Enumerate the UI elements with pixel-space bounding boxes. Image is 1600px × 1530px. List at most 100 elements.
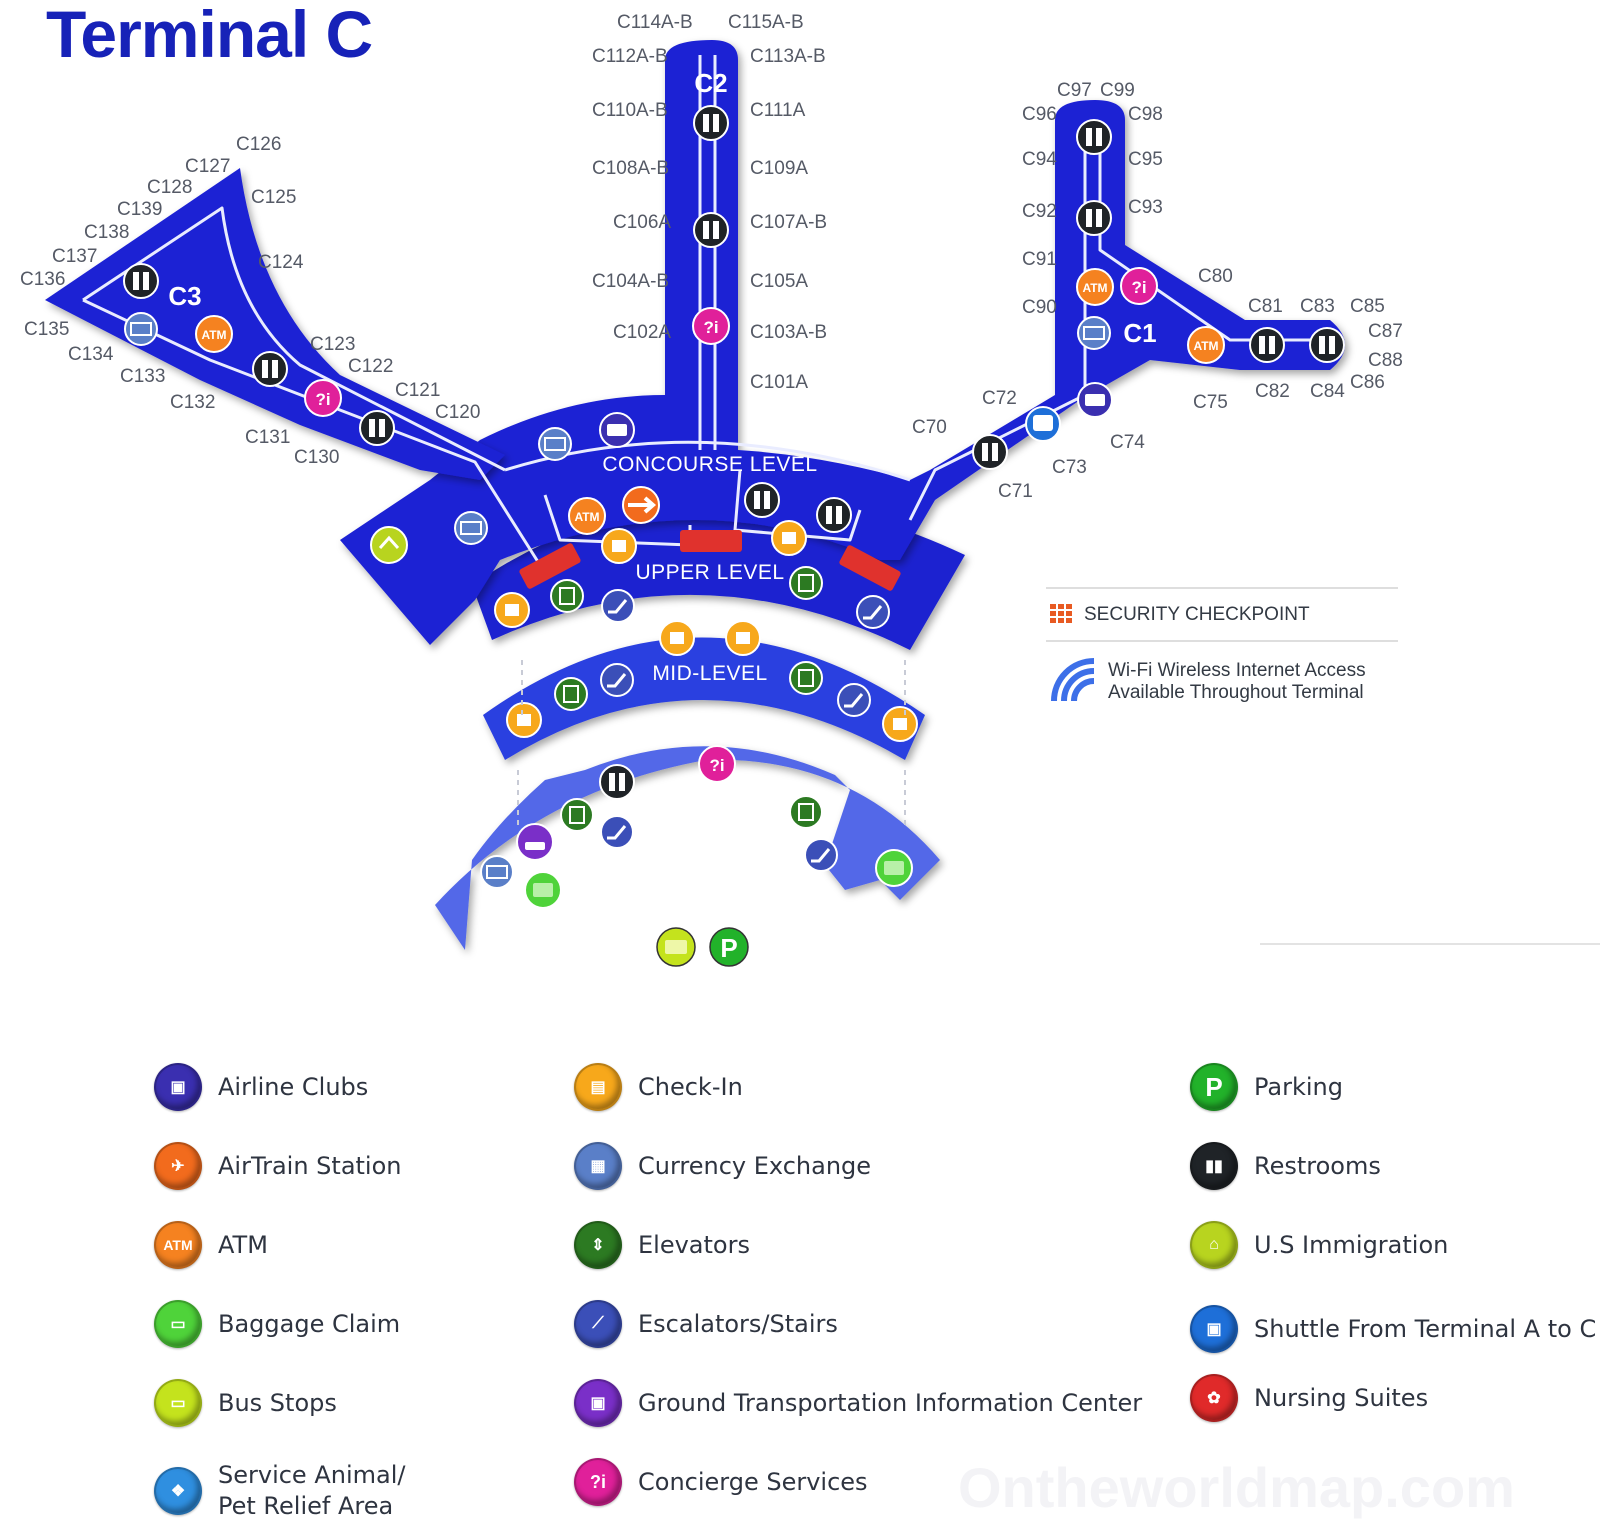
security-checkpoint-key-icon: [1050, 604, 1072, 623]
svg-text:C93: C93: [1128, 197, 1163, 218]
restroom-icon[interactable]: [693, 105, 729, 141]
map-title: Terminal C: [46, 0, 373, 71]
baggage-claim-icon[interactable]: [875, 849, 913, 887]
elevator-icon[interactable]: [554, 677, 588, 711]
check-in-icon[interactable]: [725, 620, 761, 656]
atm-icon[interactable]: ATM: [1187, 326, 1225, 364]
svg-text:C70: C70: [912, 417, 947, 438]
currency-exchange-icon[interactable]: [454, 511, 488, 545]
currency-exchange-icon[interactable]: [124, 312, 158, 346]
ground-transport-icon[interactable]: [516, 823, 554, 861]
restroom-icon[interactable]: [252, 351, 288, 387]
legend-item: ▣ Ground Transportation Information Cent…: [574, 1379, 1142, 1427]
key-divider-bottom: [1046, 640, 1398, 642]
restroom-icon[interactable]: [693, 212, 729, 248]
immigration-icon[interactable]: [370, 526, 408, 564]
restroom-icon[interactable]: [599, 764, 635, 800]
parking-icon: P: [1190, 1063, 1238, 1111]
shuttle-icon[interactable]: [1025, 406, 1061, 442]
elevator-icon[interactable]: [789, 795, 823, 829]
svg-text:C90: C90: [1022, 297, 1057, 318]
key-divider-top: [1046, 587, 1398, 589]
svg-text:C86: C86: [1350, 372, 1385, 393]
concierge-icon[interactable]: ?i: [1120, 267, 1158, 305]
airline-clubs-icon[interactable]: [599, 412, 635, 448]
check-in-icon[interactable]: [771, 520, 807, 556]
escalator-icon[interactable]: [600, 663, 634, 697]
concourse-level-label: CONCOURSE LEVEL: [602, 453, 817, 476]
svg-text:C131: C131: [245, 427, 290, 448]
check-in-icon[interactable]: [882, 706, 918, 742]
svg-text:C124: C124: [258, 252, 304, 273]
svg-text:C115A-B: C115A-B: [728, 12, 804, 33]
restroom-icon[interactable]: [816, 497, 852, 533]
escalator-icon[interactable]: [601, 589, 635, 623]
atm-icon[interactable]: ATM: [568, 497, 606, 535]
check-in-icon[interactable]: [601, 528, 637, 564]
bus-stop-icon[interactable]: [656, 927, 696, 967]
svg-text:?i: ?i: [315, 390, 330, 409]
concierge-icon: ?i: [574, 1458, 622, 1506]
airline-clubs-icon: ▣: [154, 1063, 202, 1111]
restroom-icon[interactable]: [744, 482, 780, 518]
check-in-icon[interactable]: [506, 702, 542, 738]
parking-icon[interactable]: P: [709, 927, 749, 967]
svg-text:C106A: C106A: [613, 212, 671, 233]
legend-item: ▣ Shuttle From Terminal A to C: [1190, 1305, 1596, 1353]
escalator-icon[interactable]: [804, 838, 838, 872]
svg-text:?i: ?i: [703, 318, 718, 337]
c3-gate-labels: C126 C127 C125 C128 C139 C138 C137 C136 …: [20, 134, 480, 468]
restroom-icon[interactable]: [1309, 327, 1345, 363]
restroom-icon[interactable]: [1076, 119, 1112, 155]
atm-icon: ATM: [154, 1221, 202, 1269]
svg-text:?i: ?i: [1131, 278, 1146, 297]
elevator-icon[interactable]: [789, 566, 823, 600]
wifi-key-label-1: Wi-Fi Wireless Internet Access: [1108, 660, 1366, 681]
svg-text:C101A: C101A: [750, 372, 808, 393]
airline-clubs-icon[interactable]: [1077, 382, 1113, 418]
check-in-icon[interactable]: [494, 592, 530, 628]
baggage-claim-icon: ▭: [154, 1300, 202, 1348]
elevator-icon[interactable]: [789, 661, 823, 695]
restroom-icon[interactable]: [1076, 200, 1112, 236]
restroom-icon[interactable]: [123, 263, 159, 299]
svg-text:C94: C94: [1022, 149, 1057, 170]
baggage-claim-icon[interactable]: [524, 871, 562, 909]
lower-level-label: LOWER LEVEL: [633, 792, 787, 815]
check-in-icon: ▤: [574, 1063, 622, 1111]
atm-icon[interactable]: ATM: [195, 315, 233, 353]
nursing-suite-icon: ✿: [1190, 1374, 1238, 1422]
escalator-icon[interactable]: [837, 683, 871, 717]
check-in-icon[interactable]: [659, 620, 695, 656]
atm-icon[interactable]: ATM: [1076, 268, 1114, 306]
currency-exchange-icon[interactable]: [1077, 316, 1111, 350]
svg-text:C125: C125: [251, 187, 296, 208]
restroom-icon[interactable]: [359, 410, 395, 446]
svg-text:C75: C75: [1193, 392, 1228, 413]
terminal-map: CONCOURSE LEVEL UPPER LEVEL MID-LEVEL LO…: [20, 12, 1600, 967]
svg-text:C81: C81: [1248, 296, 1283, 317]
watermark: Ontheworldmap.com: [958, 1456, 1515, 1519]
concierge-icon[interactable]: ?i: [304, 379, 342, 417]
svg-text:C85: C85: [1350, 296, 1385, 317]
svg-text:C105A: C105A: [750, 271, 808, 292]
c2-gate-labels: C114A-B C115A-B C112A-B C113A-B C110A-B …: [592, 12, 827, 393]
legend-item: ⟋ Escalators/Stairs: [574, 1300, 838, 1348]
restroom-icon[interactable]: [972, 434, 1008, 470]
escalator-icon[interactable]: [856, 595, 890, 629]
svg-text:C114A-B: C114A-B: [617, 12, 693, 33]
svg-text:C110A-B: C110A-B: [592, 100, 668, 121]
elevator-icon[interactable]: [560, 798, 594, 832]
legend-item: ▤ Check-In: [574, 1063, 743, 1111]
escalator-icon[interactable]: [600, 815, 634, 849]
elevator-icon[interactable]: [550, 579, 584, 613]
airtrain-icon[interactable]: [622, 486, 660, 524]
restroom-icon[interactable]: [1249, 327, 1285, 363]
currency-exchange-icon[interactable]: [538, 427, 572, 461]
concierge-icon[interactable]: ?i: [698, 745, 736, 783]
concierge-icon[interactable]: ?i: [692, 307, 730, 345]
legend-item: ▭ Bus Stops: [154, 1379, 337, 1427]
svg-text:C126: C126: [236, 134, 281, 155]
currency-exchange-icon[interactable]: [480, 855, 514, 889]
svg-text:C74: C74: [1110, 432, 1145, 453]
